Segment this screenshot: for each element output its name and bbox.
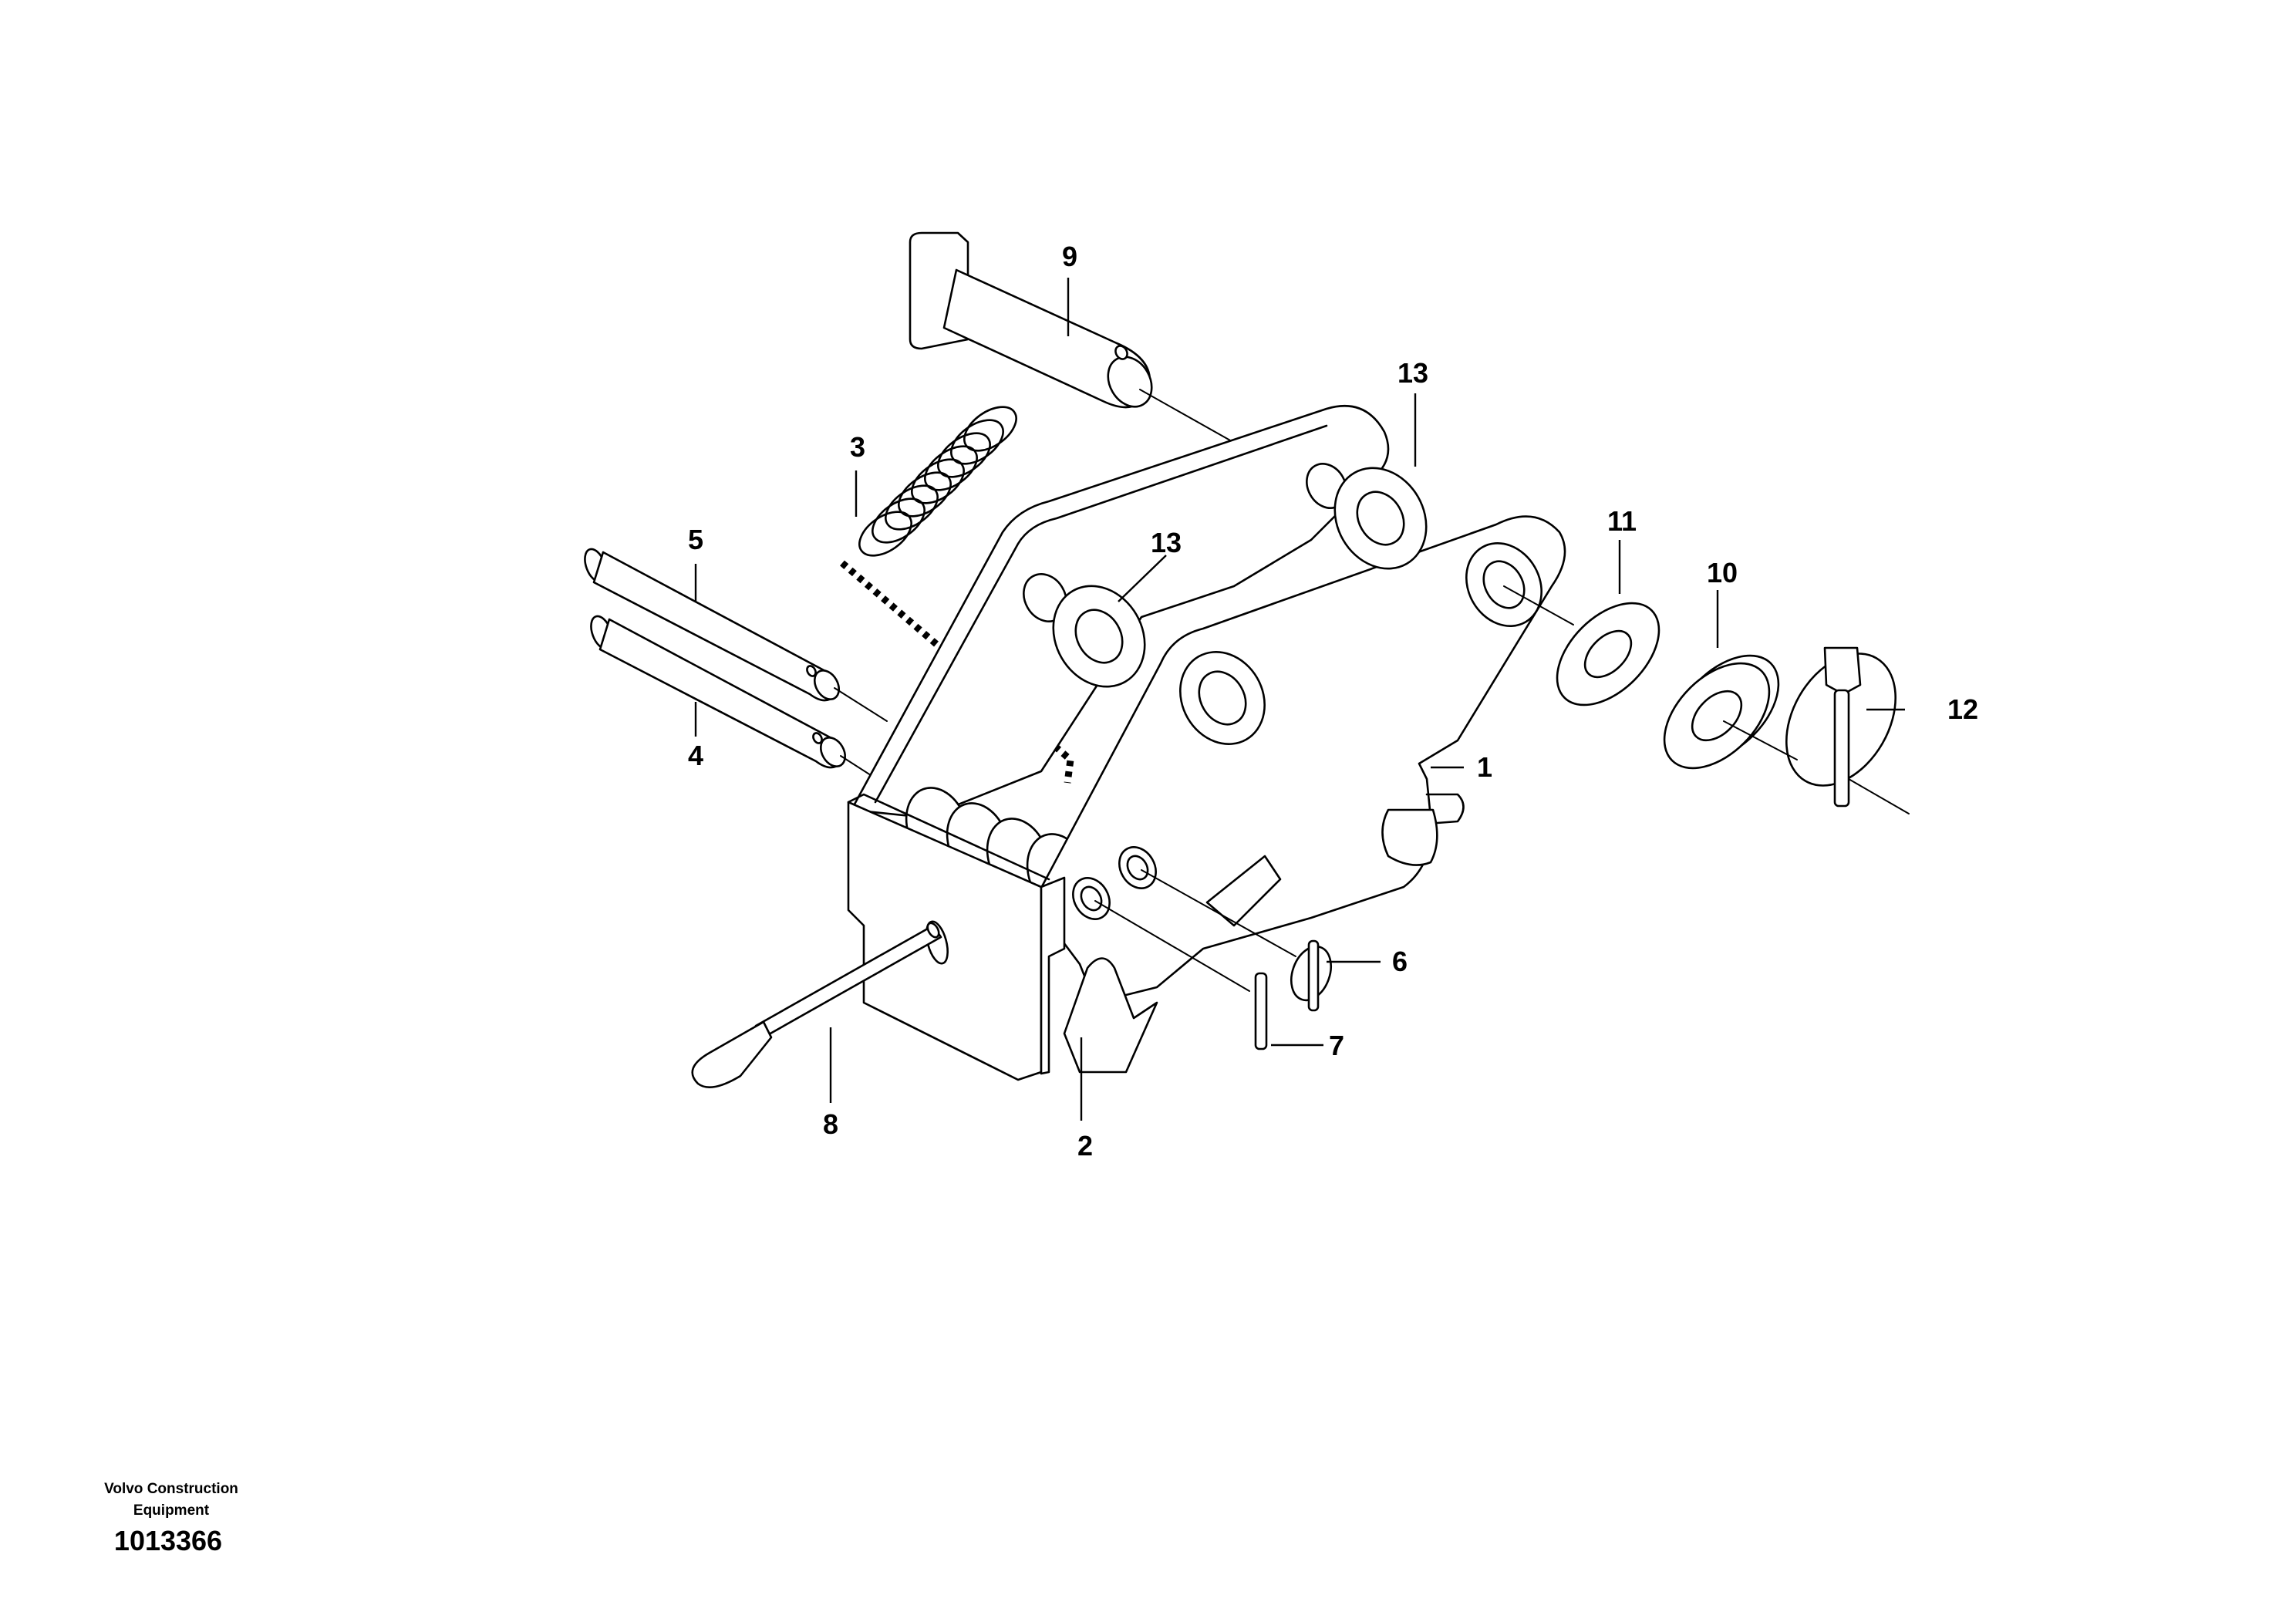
part-6-ring-pin <box>1290 939 1332 1012</box>
callout-9: 9 <box>1062 241 1077 272</box>
callout-1: 1 <box>1477 751 1492 783</box>
part-10-spacer <box>1663 654 1780 770</box>
footer-block: Volvo Construction Equipment 1013366 <box>104 1481 238 1556</box>
callout-4: 4 <box>688 740 703 771</box>
callout-labels: 1 2 3 4 5 6 7 8 9 10 11 12 13 13 <box>688 241 1978 1162</box>
part-4-pin <box>590 615 847 769</box>
callout-12: 12 <box>1947 693 1978 725</box>
part-5-pin <box>584 548 841 702</box>
callout-5: 5 <box>688 524 703 555</box>
part-12-lynch-pin <box>1785 646 1897 808</box>
part-3-spring <box>858 406 1017 557</box>
part-9-upper-pin <box>909 231 1153 409</box>
callout-10: 10 <box>1707 557 1738 588</box>
spring-assembly-path <box>840 560 1074 784</box>
part-7-roll-pin <box>1254 972 1268 1050</box>
callout-7: 7 <box>1329 1030 1344 1061</box>
part-13-washer-lower <box>1052 585 1146 688</box>
part-13-washer-upper <box>1333 467 1428 570</box>
callout-13-upper: 13 <box>1397 357 1428 389</box>
callout-6: 6 <box>1392 946 1408 977</box>
document-number: 1013366 <box>114 1525 222 1556</box>
callout-leaders <box>694 278 1905 1121</box>
callout-2: 2 <box>1077 1130 1093 1162</box>
part-1-coupler-frame <box>847 405 1566 1081</box>
part-8-lever-handle <box>691 922 942 1088</box>
callout-13-lower: 13 <box>1151 527 1182 558</box>
footer-company-line2: Equipment <box>133 1502 210 1519</box>
callout-11: 11 <box>1607 505 1637 537</box>
part-11-washer <box>1556 602 1660 706</box>
footer-company-line1: Volvo Construction <box>104 1481 238 1497</box>
callout-3: 3 <box>850 431 865 463</box>
callout-8: 8 <box>823 1108 838 1140</box>
